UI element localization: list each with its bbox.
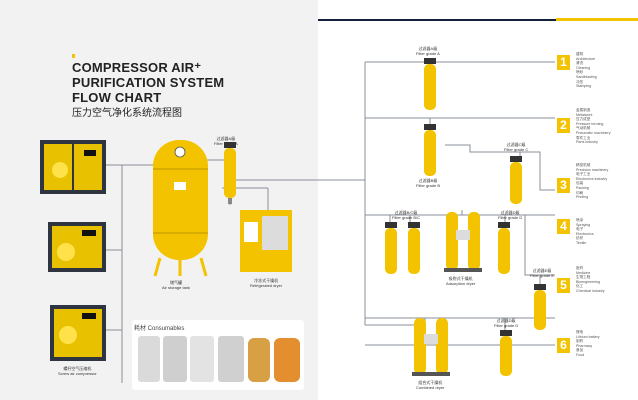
compressor-1 xyxy=(40,140,106,194)
refrigerated-dryer xyxy=(240,210,292,272)
branch-2-3 xyxy=(429,118,555,191)
filter-e xyxy=(534,284,546,330)
title-line-1: COMPRESSOR AIR⁺ xyxy=(72,60,202,75)
fan-icon xyxy=(52,162,68,178)
filter-d-row6-label: 过滤器D级 Filter grade D xyxy=(494,318,519,328)
filter-a-tank xyxy=(224,142,236,204)
filter-b xyxy=(424,124,436,176)
header-accent xyxy=(556,18,638,21)
filter-e-label: 过滤器E级 Filter grade E xyxy=(530,268,555,278)
filter-a-top-label: 过滤器A级 Filter grade A xyxy=(416,46,440,56)
compressor-2 xyxy=(48,222,106,272)
adsorption-dryer-label: 吸附式干燥机 Adsorption dryer xyxy=(446,276,476,286)
combined-dryer xyxy=(412,318,450,376)
filter-a-top xyxy=(424,58,436,110)
filter-bc-1 xyxy=(385,222,397,274)
filter-bc-label: 过滤器B/C级 Filter grade B/C xyxy=(392,210,421,220)
app-number-3: 3 xyxy=(557,178,570,193)
filter-b-label: 过滤器B级 Filter grade B xyxy=(416,178,441,188)
page-title-cn: 压力空气净化系统流程图 xyxy=(72,108,182,119)
filters xyxy=(224,58,546,376)
filter-bc-2 xyxy=(408,222,420,274)
header-rule xyxy=(318,19,638,21)
filter-d-row4-label: 过滤器D级 Filter grade D xyxy=(498,210,523,220)
main-trunk xyxy=(300,61,555,325)
app-number-5: 5 xyxy=(557,278,570,293)
title-accent-mark xyxy=(72,54,75,58)
app-number-2: 2 xyxy=(557,118,570,133)
compressor-label: 螺杆空气压缩机 Screw air compressor xyxy=(58,366,97,376)
app-number-4: 4 xyxy=(557,219,570,234)
combined-dryer-label: 组合式干燥机 Combined dryer xyxy=(416,380,445,390)
filter-a-tank-label: 过滤器A级 Filter grade A xyxy=(214,136,238,146)
refrigerated-dryer-label: 冷冻式干燥机 Refrigerated dryer xyxy=(250,278,283,288)
filter-d-row4 xyxy=(498,222,510,274)
filter-d-row6 xyxy=(500,330,512,376)
title-line-2: PURIFICATION SYSTEM xyxy=(72,75,225,90)
gauge-icon xyxy=(174,146,186,158)
filter-c-label: 过滤器C级 Filter grade C xyxy=(504,142,529,152)
branch-4-5 xyxy=(389,210,555,285)
page-title: COMPRESSOR AIR⁺ PURIFICATION SYSTEM FLOW… xyxy=(72,60,224,105)
app-number-6: 6 xyxy=(557,338,570,353)
compressor-pipes xyxy=(105,164,155,383)
consumables-title: 耗材 Consumables xyxy=(134,326,185,332)
adsorption-dryer xyxy=(444,212,482,272)
air-tank xyxy=(153,140,208,277)
app-number-1: 1 xyxy=(557,55,570,70)
fan-icon xyxy=(57,243,75,261)
right-panel xyxy=(318,0,638,400)
fan-icon xyxy=(59,326,77,344)
filter-c xyxy=(510,156,522,204)
title-line-3: FLOW CHART xyxy=(72,90,162,105)
tank-label: 储气罐 Air storage tank xyxy=(162,280,191,290)
compressor-3 xyxy=(50,305,106,361)
